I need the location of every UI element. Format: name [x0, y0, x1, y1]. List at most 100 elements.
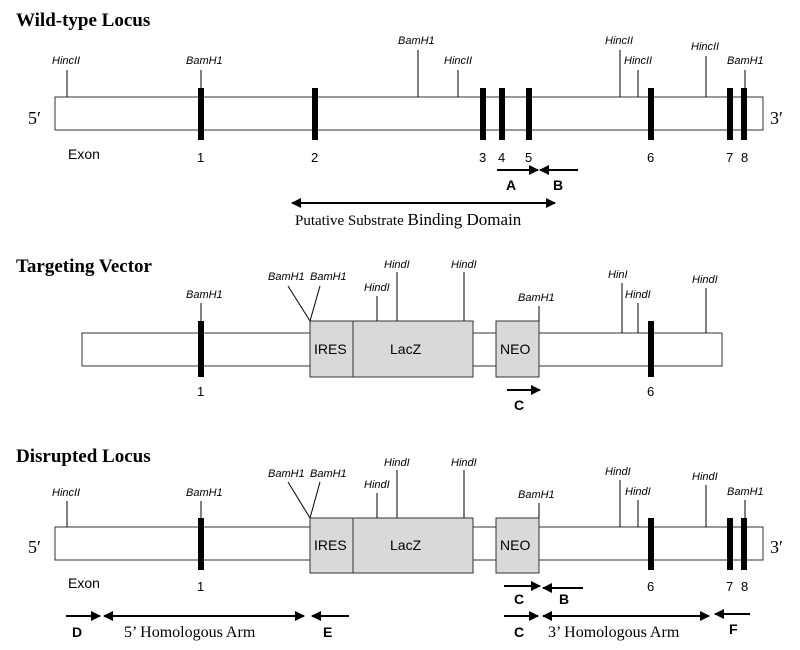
exon-number: 1 [197, 384, 204, 399]
primer-c-label: C [514, 397, 524, 413]
primer-c-label: C [514, 591, 524, 607]
site-tick [309, 285, 321, 322]
site-label: HinI [608, 269, 628, 281]
exon-6 [648, 88, 654, 140]
site-label: BamH1 [518, 489, 555, 501]
exon-8 [741, 88, 747, 140]
ires-label: IRES [314, 537, 347, 553]
disrupted-restriction-sites: HincII BamH1 BamH1 BamH1 HindI HindI Hin… [52, 457, 764, 527]
site-label: HincII [691, 41, 719, 53]
wild-type-title: Wild-type Locus [16, 10, 150, 31]
disrupted-section: Disrupted Locus 5′ 3′ IRES LacZ NEO Hinc… [16, 446, 783, 641]
exon-5 [526, 88, 532, 140]
ires-box [309, 517, 354, 574]
site-label: BamH1 [727, 55, 764, 67]
site-label: HindI [384, 259, 410, 271]
exon-8 [741, 518, 747, 570]
exon-number: 6 [647, 384, 654, 399]
site-label: HindI [625, 486, 651, 498]
targeting-restriction-sites: BamH1 BamH1 BamH1 HindI HindI HindI BamH… [186, 259, 718, 333]
ires-label: IRES [314, 341, 347, 357]
site-label: HincII [624, 55, 652, 67]
neo-label: NEO [500, 341, 530, 357]
exon-number: 2 [311, 150, 318, 165]
site-label: BamH1 [268, 271, 305, 283]
exon-1 [198, 321, 204, 377]
domain-label-prefix: Putative Substrate [295, 213, 408, 229]
site-label: HindI [692, 471, 718, 483]
wild-type-restriction-sites: HincII BamH1 BamH1 HincII HincII HincII … [52, 35, 764, 97]
exon-1 [198, 518, 204, 570]
site-label: HindI [692, 274, 718, 286]
site-label: BamH1 [186, 289, 223, 301]
exon-2 [312, 88, 318, 140]
exon-3 [480, 88, 486, 140]
primer-a-label: A [506, 177, 516, 193]
wild-type-exon-numbers: 1 2 3 4 5 6 7 8 [197, 150, 748, 165]
five-prime-label: 5′ [28, 108, 41, 128]
binding-domain-label: Putative Substrate Binding Domain [295, 210, 522, 229]
three-prime-label: 3′ [770, 537, 783, 557]
primer-b-label: B [559, 591, 569, 607]
exon-number: 6 [647, 150, 654, 165]
exon-word: Exon [68, 146, 100, 162]
exon-word: Exon [68, 575, 100, 591]
site-tick [309, 481, 321, 519]
lacz-label: LacZ [390, 341, 422, 357]
neo-box [495, 320, 540, 378]
site-label: HindI [364, 479, 390, 491]
site-label: BamH1 [518, 292, 555, 304]
site-label: HincII [52, 55, 80, 67]
disrupted-title: Disrupted Locus [16, 446, 151, 467]
exon-6 [648, 321, 654, 377]
lacz-box [352, 320, 474, 378]
site-label: HindI [605, 466, 631, 478]
primer-b-label: B [553, 177, 563, 193]
neo-box [495, 517, 540, 574]
exon-number: 8 [741, 579, 748, 594]
exon-6 [648, 518, 654, 570]
site-tick [287, 481, 311, 519]
five-prime-label: 5′ [28, 537, 41, 557]
site-label: BamH1 [186, 55, 223, 67]
exon-7 [727, 518, 733, 570]
targeting-vector-section: Targeting Vector IRES LacZ NEO BamH1 Bam… [16, 256, 723, 413]
exon-7 [727, 88, 733, 140]
site-label: HindI [364, 282, 390, 294]
site-label: HincII [444, 55, 472, 67]
site-label: HindI [384, 457, 410, 469]
wild-type-exons [198, 88, 747, 140]
site-label: HincII [52, 487, 80, 499]
targeting-vector-title: Targeting Vector [16, 256, 153, 277]
site-label: HindI [451, 457, 477, 469]
exon-number: 7 [726, 150, 733, 165]
primer-c2-label: C [514, 624, 524, 640]
lacz-box [352, 517, 474, 574]
primer-f-label: F [729, 621, 738, 637]
site-label: BamH1 [727, 486, 764, 498]
exon-number: 7 [726, 579, 733, 594]
site-label: BamH1 [398, 35, 435, 47]
site-label: BamH1 [310, 468, 347, 480]
site-label: BamH1 [310, 271, 347, 283]
exon-4 [499, 88, 505, 140]
three-prime-label: 3′ [770, 108, 783, 128]
site-label: HindI [625, 289, 651, 301]
exon-number: 1 [197, 579, 204, 594]
primer-e-label: E [323, 624, 332, 640]
site-label: BamH1 [268, 468, 305, 480]
exon-number: 3 [479, 150, 486, 165]
exon-number: 1 [197, 150, 204, 165]
exon-1 [198, 88, 204, 140]
wild-type-section: Wild-type Locus 5′ 3′ HincII BamH1 BamH1… [16, 10, 783, 229]
exon-number: 5 [525, 150, 532, 165]
site-label: BamH1 [186, 487, 223, 499]
primer-d-label: D [72, 624, 82, 640]
exon-number: 6 [647, 579, 654, 594]
domain-label-suffix: Binding Domain [408, 210, 522, 229]
site-label: HincII [605, 35, 633, 47]
three-prime-arm-label: 3’ Homologous Arm [548, 624, 680, 641]
five-prime-arm-label: 5’ Homologous Arm [124, 624, 256, 641]
lacz-label: LacZ [390, 537, 422, 553]
